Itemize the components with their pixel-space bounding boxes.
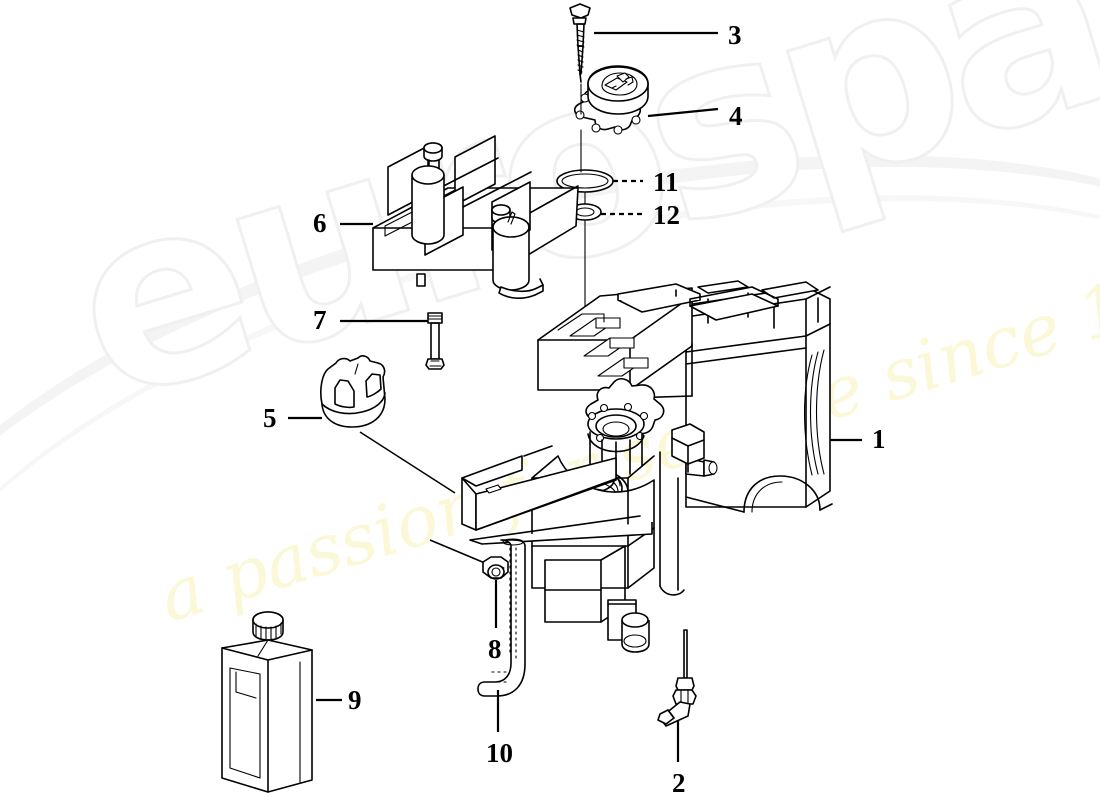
callout-label-2: 2 [672, 768, 686, 798]
callout-leader-lines [288, 31, 862, 762]
part-hex-head-screw [569, 3, 591, 83]
part-level-sensor-switch [657, 629, 697, 727]
callout-label-8: 8 [488, 634, 502, 664]
callout-label-5: 5 [263, 403, 277, 433]
leader-bracket-to-nut [429, 539, 493, 567]
pump-mount-flange [585, 377, 665, 477]
callout-label-7: 7 [313, 305, 327, 335]
part-pump-motor-unit [573, 65, 649, 135]
callout-label-3: 3 [728, 20, 742, 50]
callout-label-9: 9 [348, 685, 362, 715]
part-relay-carrier-bracket [372, 135, 579, 299]
part-mounting-bolt [425, 312, 445, 370]
callout-label-1: 1 [872, 424, 886, 454]
callout-label-10: 10 [486, 738, 513, 768]
part-filler-cap [320, 355, 386, 428]
callout-label-4: 4 [729, 101, 743, 131]
part-reservoir-housing-main [461, 280, 833, 653]
callout-label-6: 6 [313, 208, 327, 238]
part-hex-nut [482, 556, 509, 580]
callout-label-12: 12 [653, 200, 680, 230]
part-rubber-hose [477, 538, 526, 697]
leader-cap-to-neck [359, 431, 456, 494]
part-hydraulic-fluid-bottle [221, 611, 313, 793]
callout-label-11: 11 [653, 167, 679, 197]
